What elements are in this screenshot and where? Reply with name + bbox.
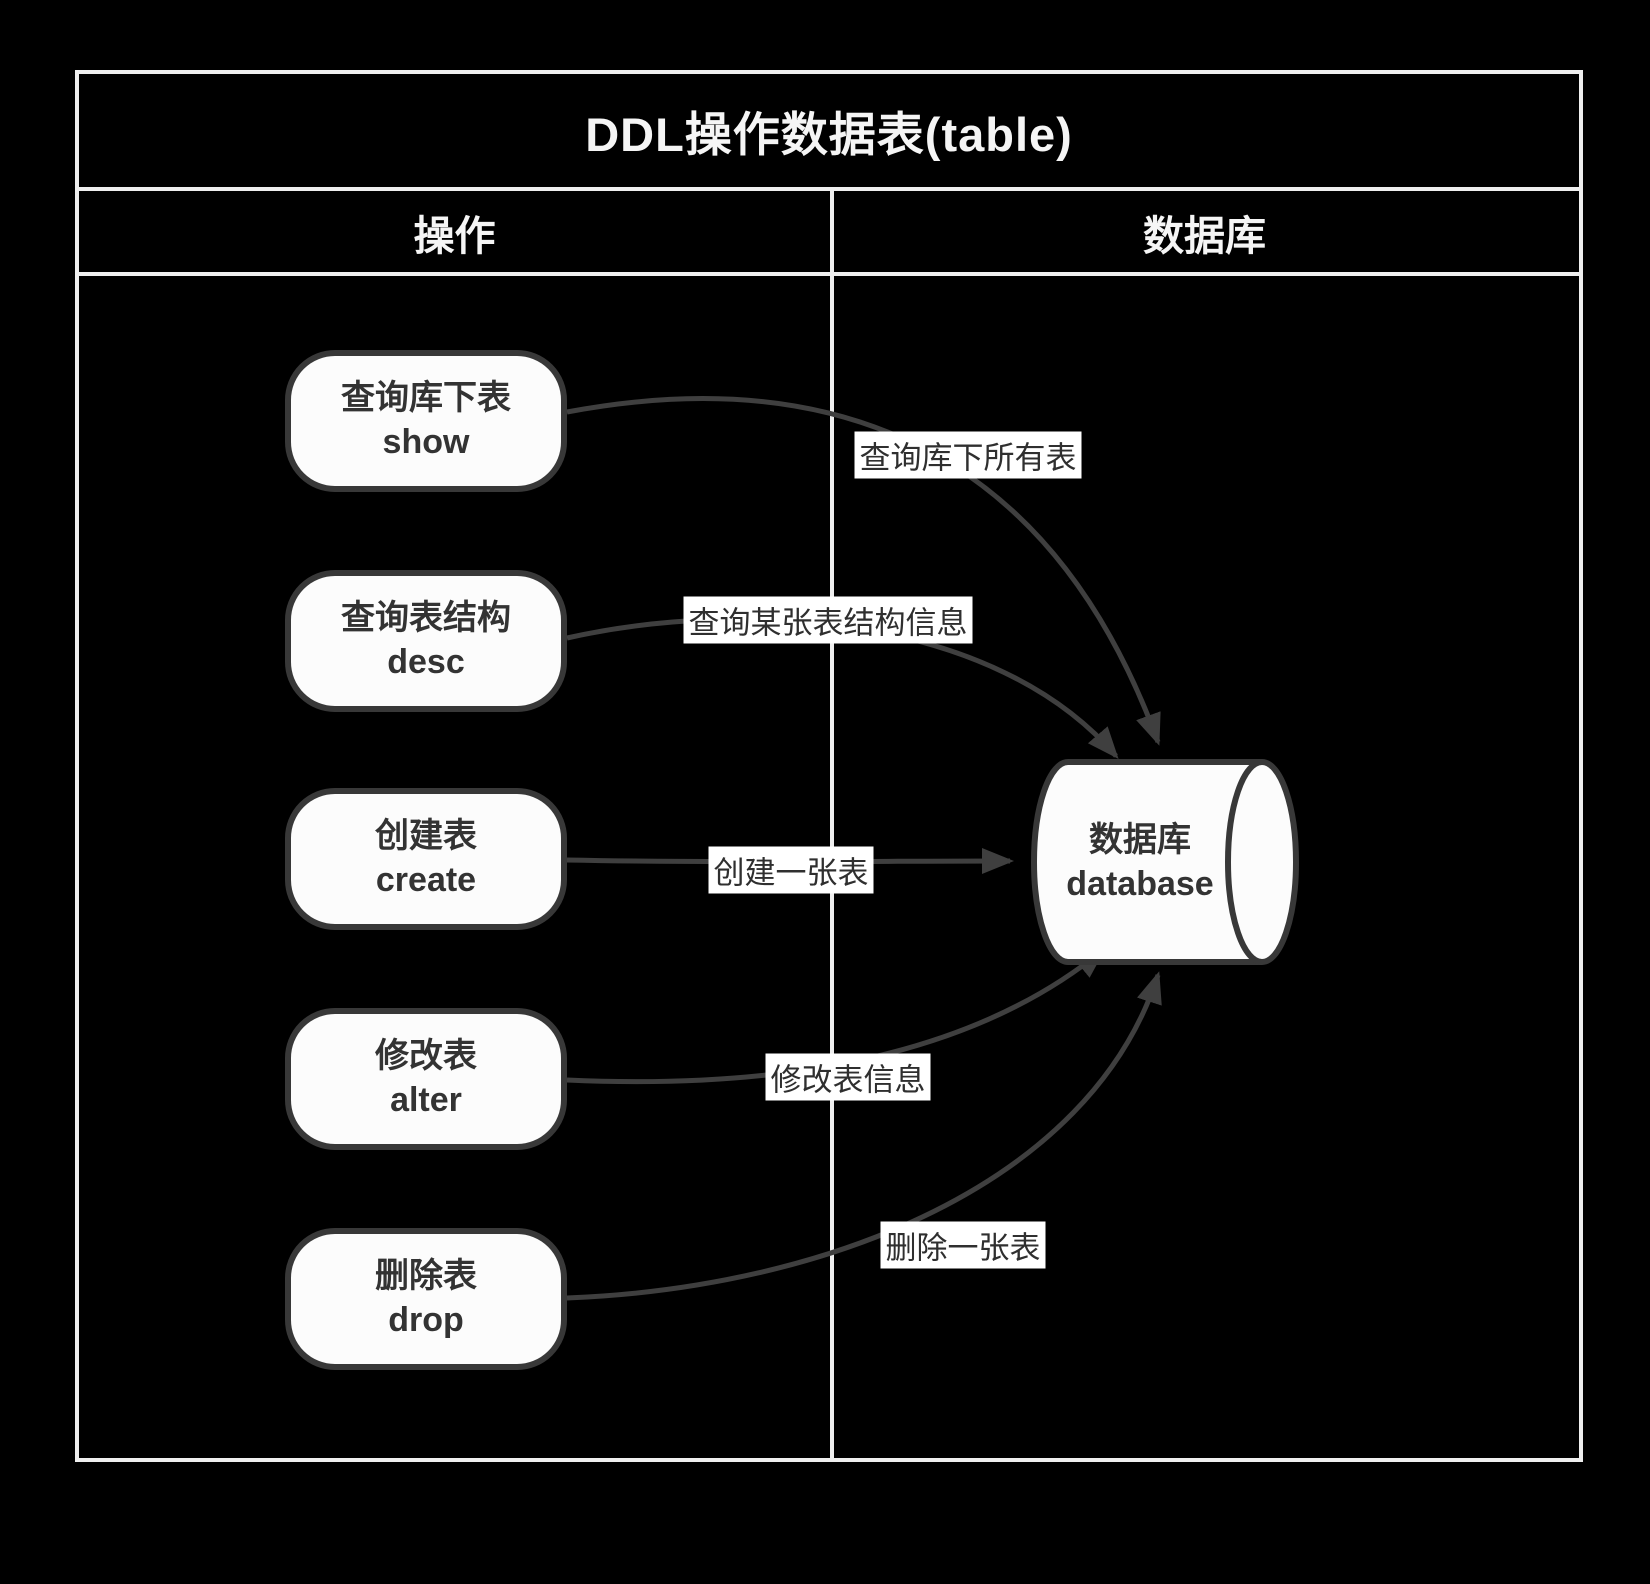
node-show: 查询库下表 show bbox=[285, 350, 567, 492]
node-show-label-en: show bbox=[382, 423, 470, 461]
database-label-zh: 数据库 bbox=[1089, 820, 1191, 859]
database-label-en: database bbox=[1066, 865, 1214, 903]
node-desc-label-en: desc bbox=[387, 643, 465, 681]
database-label: 数据库 database bbox=[1066, 818, 1213, 906]
node-alter-label-zh: 修改表 bbox=[375, 1037, 477, 1076]
node-create-label-en: create bbox=[375, 861, 477, 899]
column-header-row: 操作 数据库 bbox=[79, 191, 1579, 276]
node-drop: 删除表 drop bbox=[285, 1228, 567, 1370]
edge-label-alter: 修改表信息 bbox=[765, 1053, 931, 1101]
title-bar: DDL操作数据表(table) bbox=[79, 74, 1579, 191]
edge-label-drop: 删除一张表 bbox=[880, 1221, 1046, 1269]
node-desc: 查询表结构 desc bbox=[285, 570, 567, 712]
node-alter: 修改表 alter bbox=[285, 1008, 567, 1150]
edge-label-create: 创建一张表 bbox=[708, 846, 874, 894]
column-divider bbox=[830, 191, 834, 1458]
diagram-title: DDL操作数据表(table) bbox=[585, 108, 1073, 161]
diagram-frame: DDL操作数据表(table) 操作 数据库 bbox=[75, 70, 1583, 1462]
node-alter-label-en: alter bbox=[390, 1081, 462, 1119]
edge-label-show: 查询库下所有表 bbox=[854, 431, 1082, 479]
node-show-label-zh: 查询库下表 bbox=[341, 379, 511, 418]
node-desc-label-zh: 查询表结构 bbox=[341, 599, 511, 638]
edge-label-desc: 查询某张表结构信息 bbox=[683, 596, 973, 644]
column-header-operations: 操作 bbox=[413, 212, 496, 259]
node-create: 创建表 create bbox=[285, 788, 567, 930]
node-drop-label-en: drop bbox=[388, 1301, 464, 1339]
node-create-label-zh: 创建表 bbox=[375, 817, 477, 856]
node-drop-label-zh: 删除表 bbox=[375, 1257, 477, 1296]
column-header-database: 数据库 bbox=[1143, 212, 1266, 259]
